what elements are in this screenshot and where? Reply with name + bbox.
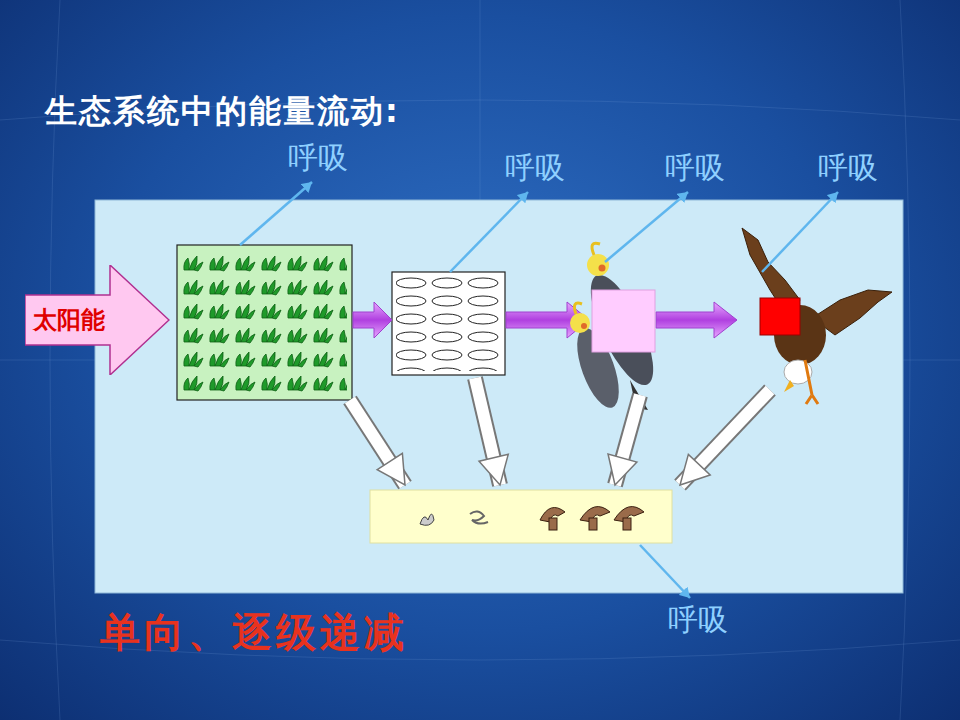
decomposers bbox=[420, 507, 644, 530]
respiration-label: 呼吸 bbox=[818, 148, 878, 189]
respiration-arrows bbox=[240, 182, 838, 598]
arrow-outline bbox=[25, 265, 169, 375]
summary-text: 单向、逐级递减 bbox=[100, 605, 408, 660]
node-label: 太阳能 bbox=[33, 304, 105, 336]
flow-to-decomposers bbox=[350, 378, 770, 485]
respiration-label: 呼吸 bbox=[665, 148, 725, 189]
sun-energy-arrow: 太阳能 bbox=[25, 265, 170, 375]
respiration-label: 呼吸 bbox=[505, 148, 565, 189]
respiration-label: 呼吸 bbox=[668, 600, 728, 641]
slide-title: 生态系统中的能量流动: bbox=[45, 90, 400, 134]
respiration-label: 呼吸 bbox=[288, 138, 348, 179]
panel bbox=[95, 200, 903, 593]
birds bbox=[569, 243, 666, 413]
eagle bbox=[742, 228, 892, 404]
